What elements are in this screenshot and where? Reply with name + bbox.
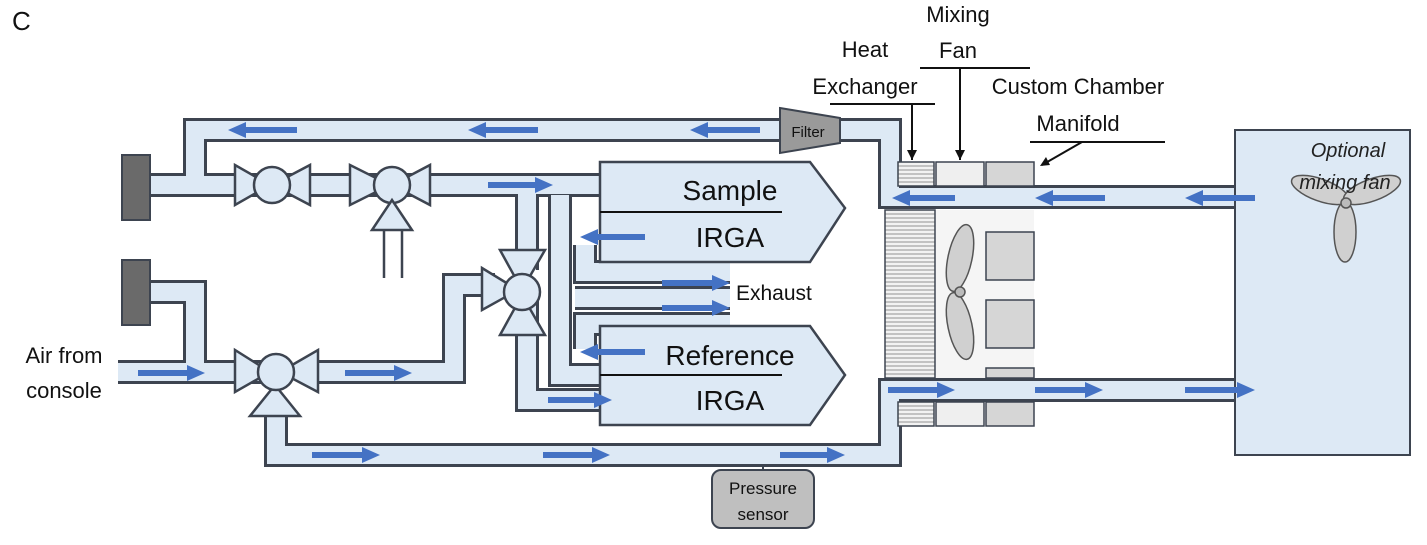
flow-arrow xyxy=(662,300,730,316)
arrowhead xyxy=(955,150,965,160)
valve-mid xyxy=(480,248,548,337)
flow-arrow xyxy=(892,190,955,206)
flow-arrow xyxy=(888,382,955,398)
upper-port-block xyxy=(121,154,151,221)
flow-arrow xyxy=(468,122,538,138)
label-mixing-fan: mixing fan xyxy=(1299,172,1390,194)
label-optional: Optional xyxy=(1311,140,1386,162)
label-reference: Reference xyxy=(665,340,794,371)
lower-port-block xyxy=(121,259,151,326)
flow-arrow xyxy=(345,365,412,381)
flow-arrow xyxy=(1035,190,1105,206)
flow-arrow xyxy=(1185,190,1255,206)
label-heat: Heat xyxy=(842,37,888,62)
flow-arrow xyxy=(580,344,645,360)
label-console: console xyxy=(26,378,102,403)
flow-arrow xyxy=(312,447,380,463)
label-filter: Filter xyxy=(791,124,824,141)
flow-arrow xyxy=(580,229,645,245)
label-sensor: sensor xyxy=(737,505,788,524)
panel-letter: C xyxy=(12,6,31,36)
label-mixing: Mixing xyxy=(926,2,990,27)
optional-mixing-fan-icon xyxy=(1290,174,1402,263)
label-pressure: Pressure xyxy=(729,479,797,498)
label-air-from: Air from xyxy=(26,343,103,368)
label-exhaust: Exhaust xyxy=(736,282,812,305)
flow-arrow xyxy=(488,177,553,193)
arrowhead xyxy=(1040,157,1050,166)
flow-arrow xyxy=(1185,382,1255,398)
flow-arrow xyxy=(228,122,297,138)
flow-arrow xyxy=(543,447,610,463)
flow-arrow xyxy=(138,365,205,381)
flow-arrow xyxy=(1035,382,1103,398)
flow-arrow xyxy=(662,275,730,291)
valve-top-right xyxy=(348,162,432,278)
flow-arrow xyxy=(780,447,845,463)
flow-arrow xyxy=(690,122,760,138)
label-custom-chamber: Custom Chamber xyxy=(992,74,1164,99)
arrowhead xyxy=(907,150,917,160)
label-fan: Fan xyxy=(939,38,977,63)
filter xyxy=(779,106,841,155)
flow-arrows xyxy=(138,122,1255,463)
label-sample-irga: IRGA xyxy=(696,222,765,253)
label-manifold: Manifold xyxy=(1036,111,1119,136)
flow-arrow xyxy=(548,392,612,408)
label-exchanger: Exchanger xyxy=(812,74,917,99)
valve-bottom-left xyxy=(233,347,320,418)
label-sample: Sample xyxy=(683,175,778,206)
valve-top-left xyxy=(233,162,312,208)
label-reference-irga: IRGA xyxy=(696,385,765,416)
manifold-mixing-fan-icon xyxy=(945,223,975,361)
